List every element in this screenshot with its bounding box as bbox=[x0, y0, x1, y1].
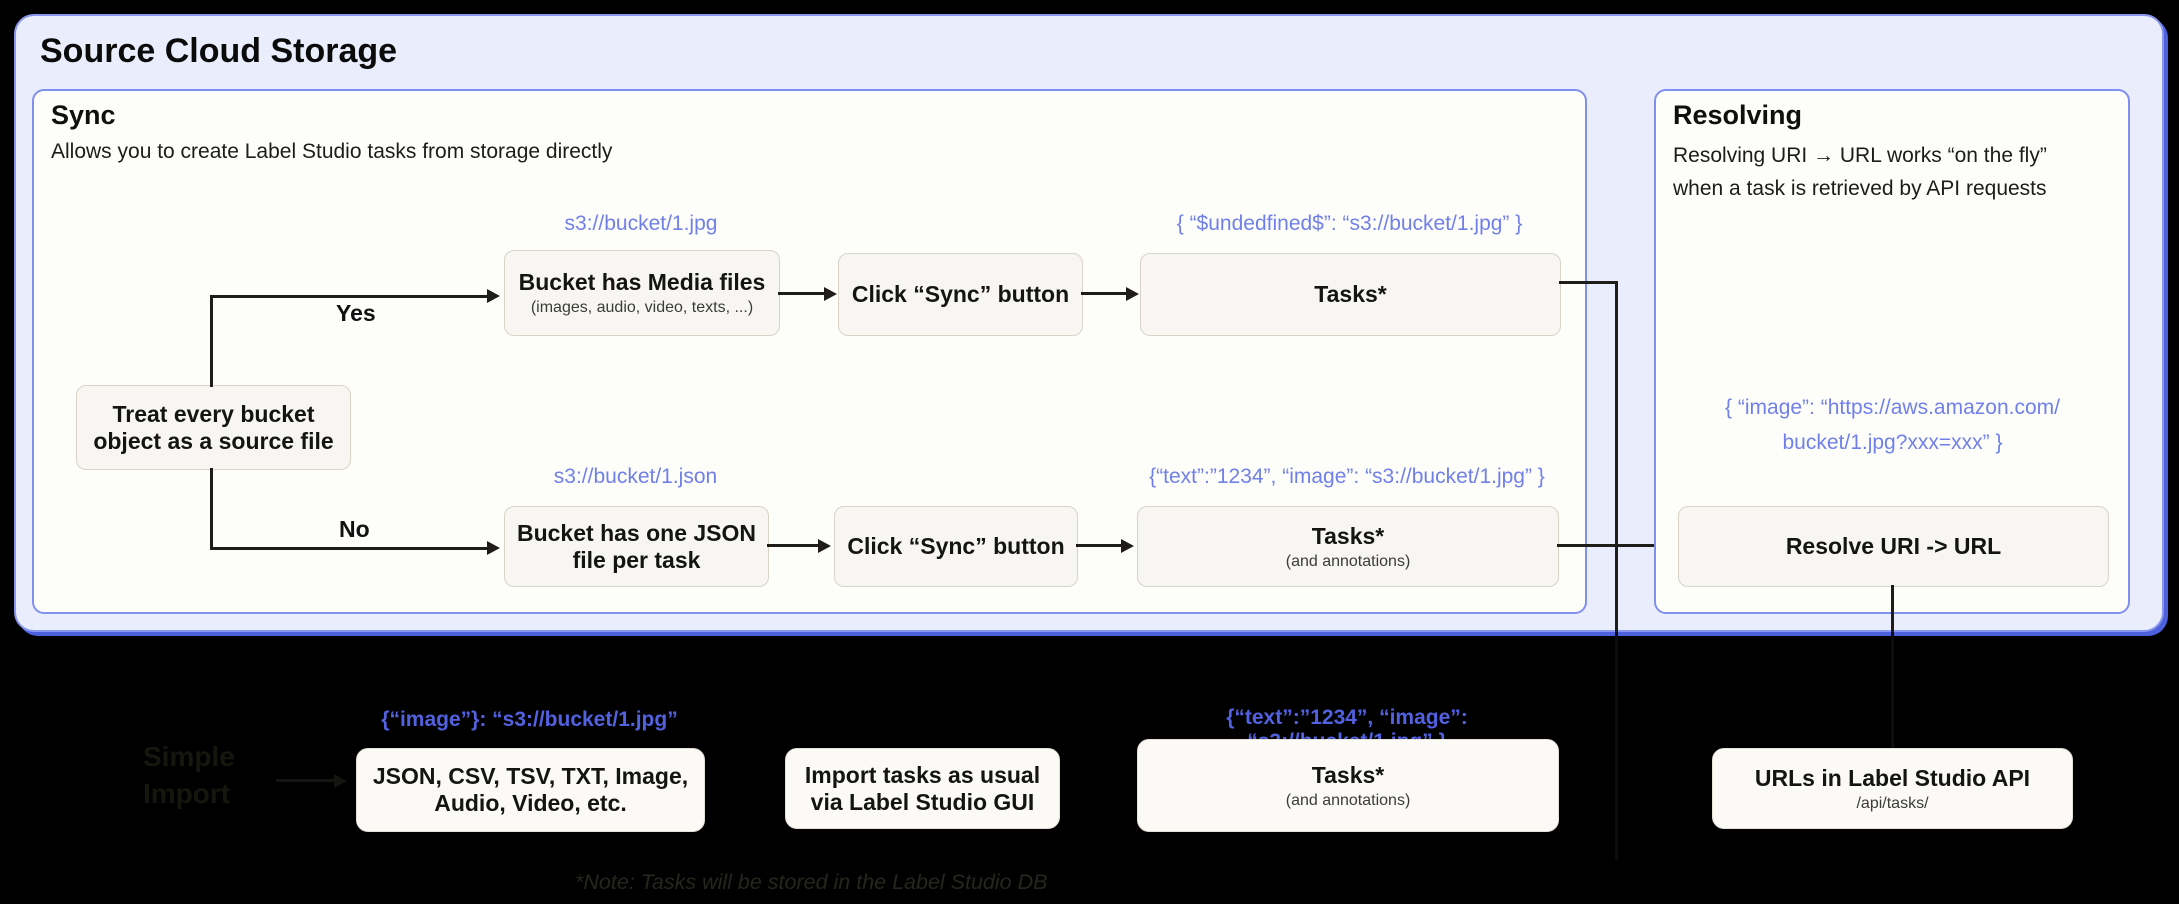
click-sync-label-1: Click “Sync” button bbox=[851, 281, 1070, 307]
formats-json-label: {“image”}: “s3://bucket/1.jpg” bbox=[381, 708, 678, 731]
branch-yes-label: Yes bbox=[336, 300, 376, 326]
resolving-description: Resolving URI → URL works “on the fly” w… bbox=[1673, 144, 2047, 200]
bucket-json-title: Bucket has one JSON file per task bbox=[516, 519, 757, 573]
click-sync-box-1: Click “Sync” button bbox=[838, 253, 1083, 336]
tasks1-json-label: { “$undedfined$”: “s3://bucket/1.jpg” } bbox=[1176, 212, 1523, 235]
tasks1-title: Tasks* bbox=[1314, 281, 1387, 307]
tasks2-title: Tasks* bbox=[1311, 522, 1385, 549]
decision-box: Treat every bucket object as a source fi… bbox=[76, 385, 351, 470]
click-sync-box-2: Click “Sync” button bbox=[834, 506, 1078, 587]
bucket-media-sub: (images, audio, video, texts, ...) bbox=[530, 299, 754, 316]
tasks3-title: Tasks* bbox=[1311, 761, 1385, 788]
tasks1-box: Tasks* bbox=[1140, 253, 1561, 336]
api-urls-sub: /api/tasks/ bbox=[1856, 794, 1929, 812]
footnote: *Note: Tasks will be stored in the Label… bbox=[575, 870, 1048, 894]
resolving-heading: Resolving bbox=[1673, 100, 1803, 130]
connector-no-arrowhead-icon bbox=[487, 541, 500, 555]
import-gui-label: Import tasks as usual via Label Studio G… bbox=[804, 761, 1041, 815]
tasks3-sub: (and annotations) bbox=[1285, 791, 1411, 809]
connector-row1-b bbox=[1081, 292, 1128, 295]
click-sync-label-2: Click “Sync” button bbox=[847, 533, 1065, 559]
simple-import-heading: Simple Import bbox=[143, 741, 235, 809]
tasks2-box: Tasks* (and annotations) bbox=[1137, 506, 1559, 587]
import-gui-box: Import tasks as usual via Label Studio G… bbox=[785, 748, 1060, 829]
connector-row2-b bbox=[1076, 544, 1123, 547]
connector-tasks1-exit-h bbox=[1559, 281, 1618, 284]
bucket-media-box: Bucket has Media files (images, audio, v… bbox=[504, 250, 780, 336]
api-urls-title: URLs in Label Studio API bbox=[1754, 764, 2031, 791]
sync-subtitle: Allows you to create Label Studio tasks … bbox=[51, 140, 613, 163]
connector-row2-a-arrowhead-icon bbox=[818, 539, 831, 553]
tasks3-box: Tasks* (and annotations) bbox=[1137, 739, 1559, 832]
connector-tasks2-to-resolve bbox=[1557, 544, 1667, 547]
branch-no-label: No bbox=[339, 516, 370, 542]
connector-yes-horizontal bbox=[210, 295, 488, 298]
api-urls-box: URLs in Label Studio API /api/tasks/ bbox=[1712, 748, 2073, 829]
uri-label-jpg: s3://bucket/1.jpg bbox=[564, 212, 718, 235]
tasks2-sub: (and annotations) bbox=[1285, 552, 1411, 570]
connector-no-horizontal bbox=[210, 547, 488, 550]
connector-tasks1-exit-v bbox=[1615, 281, 1618, 632]
resolve-uri-box: Resolve URI -> URL bbox=[1678, 506, 2109, 587]
connector-resolve-exit-v-dark bbox=[1891, 632, 1894, 748]
bucket-json-box: Bucket has one JSON file per task bbox=[504, 506, 769, 587]
connector-simple-import-arrowhead-icon bbox=[334, 774, 347, 788]
formats-box-label: JSON, CSV, TSV, TXT, Image, Audio, Video… bbox=[372, 763, 689, 816]
sync-heading: Sync bbox=[51, 100, 116, 130]
formats-box: JSON, CSV, TSV, TXT, Image, Audio, Video… bbox=[356, 748, 705, 832]
connector-row1-a bbox=[778, 292, 826, 295]
connector-no-vertical bbox=[210, 468, 213, 550]
tasks2-json-label: {“text”:”1234”, “image”: “s3://bucket/1.… bbox=[1149, 465, 1545, 488]
resolve-uri-label: Resolve URI -> URL bbox=[1785, 533, 2002, 559]
uri-label-json: s3://bucket/1.json bbox=[553, 465, 718, 488]
connector-row1-b-arrowhead-icon bbox=[1126, 287, 1139, 301]
connector-simple-import bbox=[276, 779, 336, 782]
resolve-json-label: { “image”: “https://aws.amazon.com/ buck… bbox=[1725, 396, 2060, 454]
bucket-media-title: Bucket has Media files bbox=[518, 269, 766, 295]
decision-box-label: Treat every bucket object as a source fi… bbox=[93, 400, 334, 454]
connector-tasks1-exit-v-dark bbox=[1615, 632, 1618, 860]
page-title: Source Cloud Storage bbox=[40, 32, 398, 70]
connector-yes-arrowhead-icon bbox=[487, 289, 500, 303]
connector-row2-b-arrowhead-icon bbox=[1121, 539, 1134, 553]
connector-row1-a-arrowhead-icon bbox=[824, 287, 837, 301]
connector-row2-a bbox=[767, 544, 820, 547]
connector-resolve-exit-v bbox=[1891, 585, 1894, 632]
connector-yes-vertical bbox=[210, 295, 213, 387]
